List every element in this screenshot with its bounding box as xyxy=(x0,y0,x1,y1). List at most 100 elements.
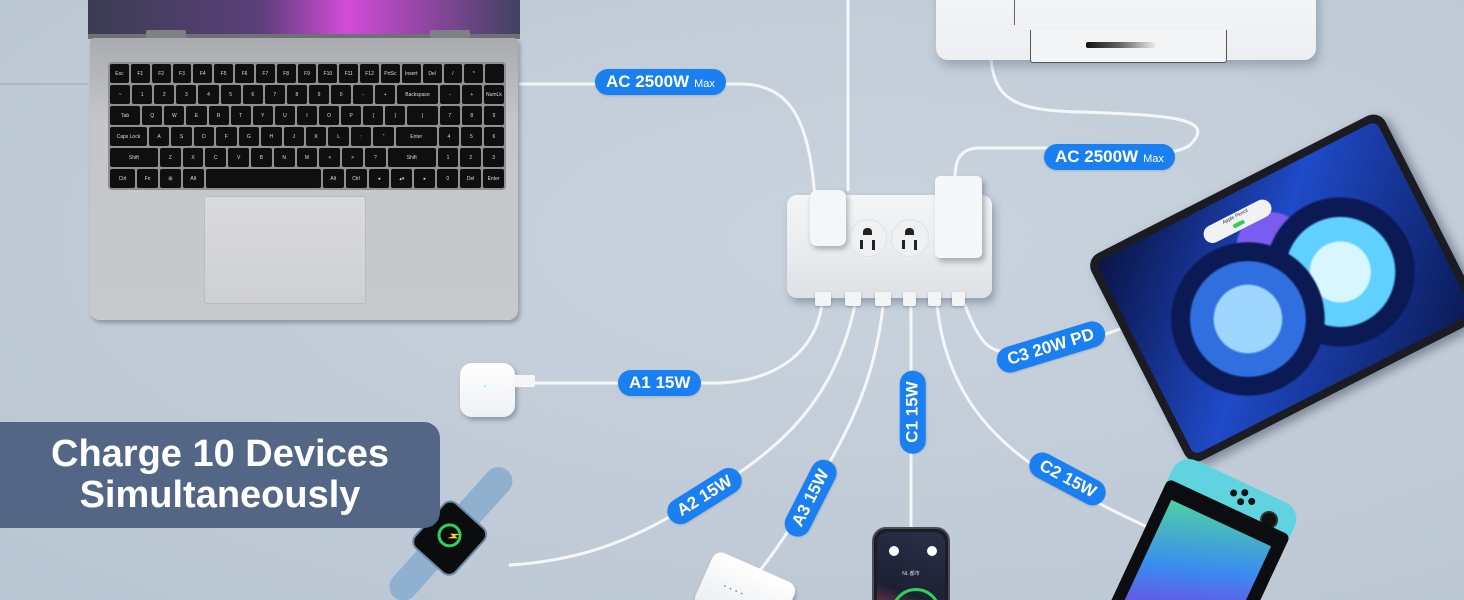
printer-paper-tray xyxy=(1030,30,1227,63)
phone-status-text: NL 都市 xyxy=(902,571,920,577)
key: D xyxy=(193,127,215,146)
laptop-keyboard: Esc F1 F2 F3 F4 F5 F6 F7 F8 F9 F10 F11 F… xyxy=(108,62,506,190)
ac-outlet xyxy=(849,219,887,257)
earbuds-charging-case xyxy=(460,363,535,417)
key: Insert xyxy=(401,64,421,83)
key: 8 xyxy=(461,106,482,125)
key: | xyxy=(407,106,438,125)
arrow-up-down-key: ▴▾ xyxy=(391,169,413,188)
key: 0 xyxy=(437,169,459,188)
badge-label: C1 15W xyxy=(902,381,922,443)
printer-ac-adapter xyxy=(935,176,982,258)
key: F1 xyxy=(130,64,150,83)
key: 5 xyxy=(461,127,482,146)
key: L xyxy=(328,127,349,146)
key: 4 xyxy=(438,127,460,146)
ground-hole xyxy=(905,228,914,235)
key: Ctrl xyxy=(110,169,136,188)
key: F8 xyxy=(276,64,296,83)
key: 4 xyxy=(198,85,219,104)
badge-a1: A1 15W xyxy=(618,370,702,396)
key: / xyxy=(443,64,463,83)
key: F2 xyxy=(151,64,171,83)
keyboard-row: Caps Lock A S D F G H J K L : " Enter 4 … xyxy=(110,127,505,146)
key: Del xyxy=(460,169,482,188)
key: < xyxy=(319,148,341,167)
key: Fn xyxy=(137,169,158,188)
key: : xyxy=(350,127,372,146)
key: F4 xyxy=(193,64,213,83)
laptop-touchpad xyxy=(204,196,366,304)
key: Esc xyxy=(110,64,129,83)
key: - xyxy=(439,85,460,104)
key: { xyxy=(363,106,384,125)
key: * xyxy=(464,64,484,83)
ac-outlet xyxy=(891,219,929,257)
battery-level-leds: •••• xyxy=(722,583,748,600)
button-icon xyxy=(1240,488,1250,498)
key: 5 xyxy=(220,85,241,104)
key: - xyxy=(353,85,374,104)
key: 0 xyxy=(331,85,352,104)
key: 2 xyxy=(154,85,175,104)
key: 3 xyxy=(176,85,197,104)
key: PrtSc xyxy=(380,64,400,83)
keyboard-row: Shift Z X C V B N M < > ? Shift 1 2 3 xyxy=(110,148,505,167)
badge-c1: C1 15W xyxy=(899,370,926,454)
key: 2 xyxy=(460,148,482,167)
usb-a-connector xyxy=(815,292,831,306)
headline-line-1: Charge 10 Devices xyxy=(51,433,389,475)
headline-line-2: Simultaneously xyxy=(79,474,361,516)
button-icon xyxy=(1247,496,1257,507)
laptop: Esc F1 F2 F3 F4 F5 F6 F7 F8 F9 F10 F11 F… xyxy=(88,0,520,322)
key: 1 xyxy=(437,148,459,167)
printer xyxy=(936,0,1316,63)
notification-title: Apple Pencil xyxy=(1221,207,1250,226)
headline-banner: Charge 10 Devices Simultaneously xyxy=(0,422,440,528)
key: Enter xyxy=(483,169,505,188)
arrow-right-key: ▸ xyxy=(414,169,436,188)
key: F6 xyxy=(235,64,254,83)
key: 6 xyxy=(242,85,263,104)
badge-suffix: Max xyxy=(1143,152,1164,165)
badge-ac-laptop: AC 2500W Max xyxy=(595,69,726,95)
charging-ring-icon: ⚡ xyxy=(432,518,467,553)
usb-a-connector xyxy=(875,292,891,306)
key: + xyxy=(461,85,482,104)
spacebar xyxy=(205,169,321,188)
button-icon xyxy=(1235,497,1246,507)
camera-dot xyxy=(927,546,937,556)
key: Shift xyxy=(387,148,436,167)
usb-c-connector xyxy=(903,292,916,306)
key: K xyxy=(305,127,327,146)
key: F10 xyxy=(318,64,338,83)
key: F11 xyxy=(339,64,359,83)
charging-ring-icon xyxy=(891,588,941,600)
key: Caps Lock xyxy=(110,127,147,146)
key: 6 xyxy=(483,127,505,146)
slot-neutral xyxy=(860,240,863,249)
slot-hot xyxy=(872,240,875,250)
key: Alt xyxy=(322,169,344,188)
key: U xyxy=(274,106,295,125)
key: 9 xyxy=(483,106,504,125)
laptop-hinge-right xyxy=(430,30,470,40)
key: 7 xyxy=(439,106,460,125)
key: C xyxy=(205,148,227,167)
key: Enter xyxy=(395,127,437,146)
key: Tab xyxy=(110,106,141,125)
key: Shift xyxy=(110,148,158,167)
key: 3 xyxy=(483,148,505,167)
laptop-hinge-left xyxy=(146,30,186,40)
key: F9 xyxy=(297,64,317,83)
printer-panel-edge xyxy=(1014,0,1015,25)
key: F12 xyxy=(360,64,379,83)
key: F3 xyxy=(172,64,192,83)
tablet-notification: Apple Pencil xyxy=(1200,196,1275,247)
slot-neutral xyxy=(902,240,905,249)
key: Q xyxy=(142,106,163,125)
key: 9 xyxy=(308,85,330,104)
key: T xyxy=(230,106,251,125)
usb-c-connector xyxy=(928,292,941,306)
badge-suffix: Max xyxy=(694,77,715,90)
